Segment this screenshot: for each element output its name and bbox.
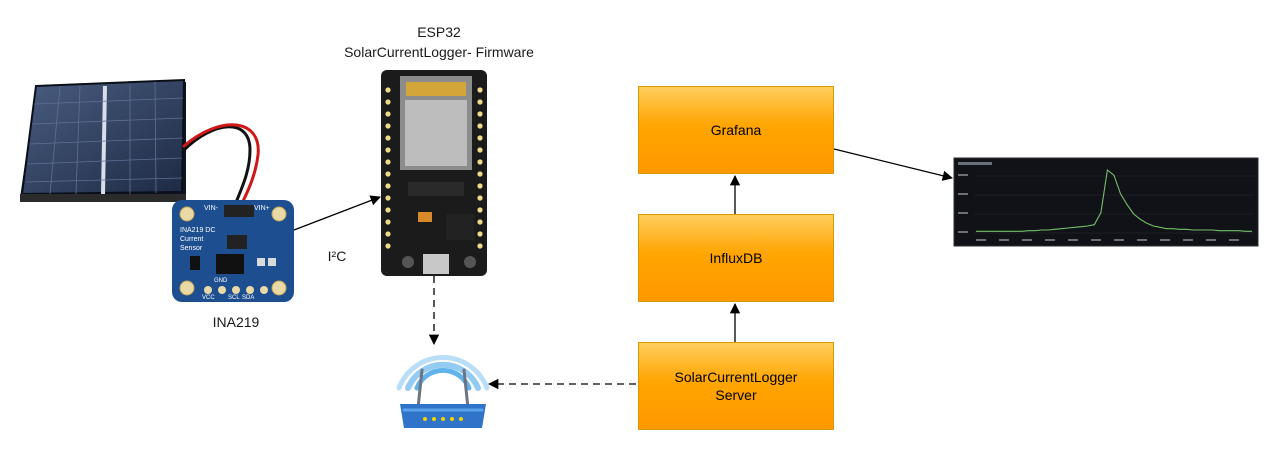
server-box-label: SolarCurrentLogger Server xyxy=(674,369,798,403)
board-silkscreen-line: Current xyxy=(180,236,203,243)
ina219-label: INA219 xyxy=(212,314,260,330)
chart-x-tick xyxy=(1183,239,1193,241)
board-pin-label-gnd: GND xyxy=(214,278,228,284)
router-wifi-icon xyxy=(396,355,490,428)
board-pin-label-vin-minus: VIN- xyxy=(204,205,219,212)
chart-x-tick xyxy=(1114,239,1124,241)
board-silkscreen-line: Sensor xyxy=(180,245,203,252)
edge-ina219-to-esp32 xyxy=(293,195,381,231)
board-pin-label-sda: SDA xyxy=(242,295,254,301)
chart-x-tick xyxy=(999,239,1009,241)
board-pin-label-vin-plus: VIN+ xyxy=(254,205,270,212)
chart-x-tick xyxy=(1091,239,1101,241)
influxdb-box-label: InfluxDB xyxy=(709,250,763,266)
chart-x-tick xyxy=(1068,239,1078,241)
esp32-title-line1: ESP32 xyxy=(417,24,461,40)
server-box[interactable]: SolarCurrentLogger Server xyxy=(638,342,834,430)
board-pin-label-vcc: VCC xyxy=(202,295,215,301)
grafana-chart-thumbnail xyxy=(953,157,1259,247)
chart-x-tick xyxy=(1045,239,1055,241)
chart-x-tick xyxy=(976,239,986,241)
grafana-box-label: Grafana xyxy=(710,122,762,138)
board-pin-label-scl: SCL xyxy=(228,295,240,301)
chart-x-tick xyxy=(1160,239,1170,241)
esp32-board xyxy=(381,70,487,276)
board-silkscreen-line: INA219 DC xyxy=(180,227,215,234)
connectors xyxy=(293,147,954,390)
chart-x-tick xyxy=(1022,239,1032,241)
grafana-box[interactable]: Grafana xyxy=(638,86,834,174)
solar-panel-icon xyxy=(20,78,186,202)
esp32-title: ESP32 SolarCurrentLogger- Firmware xyxy=(329,24,549,60)
esp32-title-line2: SolarCurrentLogger- Firmware xyxy=(344,44,534,60)
grafana-chart-line xyxy=(976,168,1252,232)
edge-grafana-to-chart xyxy=(829,147,954,181)
influxdb-box[interactable]: InfluxDB xyxy=(638,214,834,302)
panel-wires xyxy=(182,123,260,210)
chart-x-tick xyxy=(1206,239,1216,241)
chart-x-tick xyxy=(1229,239,1239,241)
i2c-label: I²C xyxy=(327,248,347,264)
chart-x-tick xyxy=(1137,239,1147,241)
